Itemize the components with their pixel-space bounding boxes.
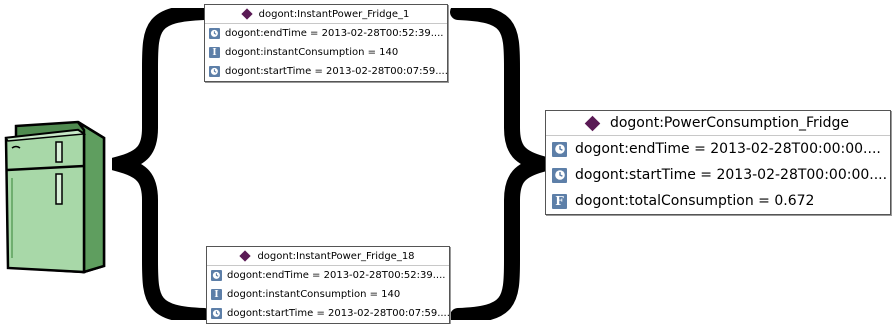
- aggregate-header: dogont:PowerConsumption_Fridge: [546, 111, 890, 136]
- instance-box-fridge-18[interactable]: dogont:InstantPower_Fridge_18 dogont:end…: [206, 246, 450, 324]
- instance-title: dogont:InstantPower_Fridge_1: [258, 8, 410, 20]
- property-text: dogont:endTime = 2013-02-28T00:00:00....: [575, 141, 881, 157]
- fridge-icon: [4, 120, 106, 274]
- right-brace: [450, 8, 550, 320]
- property-text: dogont:instantConsumption = 140: [227, 289, 401, 300]
- float-icon: F: [552, 193, 567, 209]
- instance-header: dogont:InstantPower_Fridge_18: [207, 247, 449, 266]
- clock-icon: [552, 167, 567, 183]
- instance-box-fridge-1[interactable]: dogont:InstantPower_Fridge_1 dogont:endT…: [204, 4, 448, 82]
- property-row: dogont:startTime = 2013-02-28T00:07:59..…: [205, 62, 447, 81]
- clock-icon: [211, 308, 222, 319]
- property-row: dogont:endTime = 2013-02-28T00:00:00....: [546, 136, 890, 162]
- property-row: dogont:endTime = 2013-02-28T00:52:39....: [207, 266, 449, 285]
- aggregate-title: dogont:PowerConsumption_Fridge: [609, 115, 850, 131]
- property-row: F dogont:totalConsumption = 0.672: [546, 188, 890, 214]
- property-row: dogont:endTime = 2013-02-28T00:52:39....: [205, 24, 447, 43]
- property-row: dogont:startTime = 2013-02-28T00:00:00..…: [546, 162, 890, 188]
- property-text: dogont:startTime = 2013-02-28T00:00:00..…: [575, 167, 888, 183]
- clock-icon: [209, 66, 220, 77]
- property-row: I dogont:instantConsumption = 140: [207, 285, 449, 304]
- property-row: I dogont:instantConsumption = 140: [205, 43, 447, 62]
- property-text: dogont:endTime = 2013-02-28T00:52:39....: [225, 28, 444, 39]
- property-text: dogont:endTime = 2013-02-28T00:52:39....: [227, 270, 446, 281]
- clock-icon: [209, 28, 220, 39]
- aggregate-box-power-consumption[interactable]: dogont:PowerConsumption_Fridge dogont:en…: [545, 110, 891, 215]
- individual-diamond-icon: [240, 8, 253, 20]
- instance-header: dogont:InstantPower_Fridge_1: [205, 5, 447, 24]
- integer-icon: I: [209, 47, 220, 58]
- integer-icon: I: [211, 289, 222, 300]
- property-text: dogont:instantConsumption = 140: [225, 47, 399, 58]
- individual-diamond-icon: [239, 250, 252, 262]
- instance-title: dogont:InstantPower_Fridge_18: [257, 250, 415, 262]
- clock-icon: [552, 141, 567, 157]
- left-brace: [112, 8, 212, 320]
- clock-icon: [211, 270, 222, 281]
- property-row: dogont:startTime = 2013-02-28T00:07:59..…: [207, 304, 449, 323]
- property-text: dogont:totalConsumption = 0.672: [575, 193, 815, 209]
- property-text: dogont:startTime = 2013-02-28T00:07:59..…: [225, 66, 447, 77]
- individual-diamond-icon: [584, 115, 601, 131]
- property-text: dogont:startTime = 2013-02-28T00:07:59..…: [227, 308, 449, 319]
